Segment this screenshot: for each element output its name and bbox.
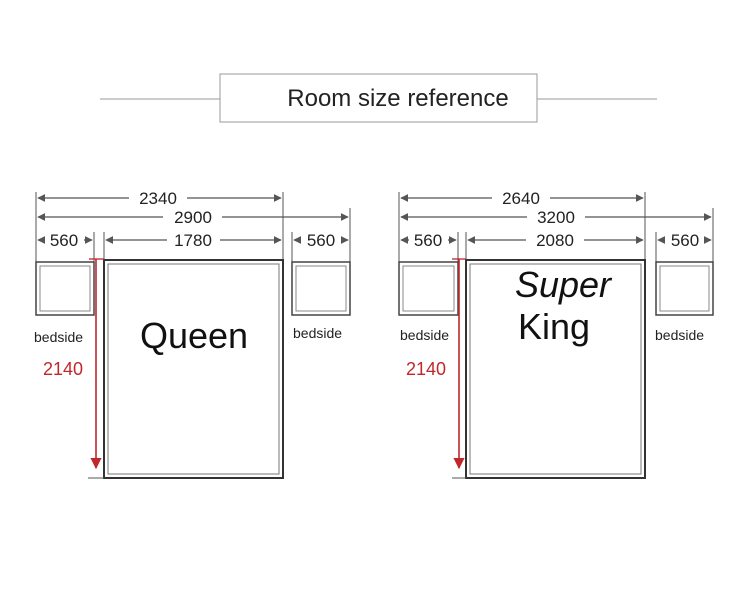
title-box bbox=[219, 73, 538, 123]
superking-left-bedside-label: bedside bbox=[400, 327, 449, 343]
queen-dim-length: 2140 bbox=[43, 359, 83, 379]
queen-dim-right-bedside: 560 bbox=[307, 231, 335, 250]
superking-dim-bed-width: 2080 bbox=[536, 231, 574, 250]
superking-bed-label-line2: King bbox=[518, 306, 590, 347]
queen-left-bedside-table bbox=[35, 261, 95, 316]
superking-bed bbox=[465, 259, 646, 479]
queen-right-bedside-label: bedside bbox=[293, 325, 342, 341]
queen-left-bedside-label: bedside bbox=[34, 329, 83, 345]
superking-dim-bed-plus-side: 2640 bbox=[502, 189, 540, 208]
queen-dim-bed-width: 1780 bbox=[174, 231, 212, 250]
superking-layout: 2640 3200 560 2080 560 bedside bedside S… bbox=[398, 189, 714, 479]
superking-dim-length: 2140 bbox=[406, 359, 446, 379]
superking-dim-left-bedside: 560 bbox=[414, 231, 442, 250]
superking-right-bedside-label: bedside bbox=[655, 327, 704, 343]
queen-bed-label: Queen bbox=[140, 315, 248, 356]
superking-dim-total-width: 3200 bbox=[537, 208, 575, 227]
queen-bed bbox=[103, 259, 284, 479]
superking-bed-label-line1: Super bbox=[515, 264, 613, 305]
page-title: Room size reference bbox=[287, 85, 508, 112]
queen-dim-bed-plus-side: 2340 bbox=[139, 189, 177, 208]
queen-layout: 2340 2900 560 1780 560 bedside bedside Q… bbox=[34, 189, 351, 479]
queen-extension-lines bbox=[35, 192, 351, 262]
queen-dim-total-width: 2900 bbox=[174, 208, 212, 227]
queen-right-bedside-table bbox=[291, 261, 351, 316]
superking-right-bedside-table bbox=[655, 261, 714, 316]
queen-dim-left-bedside: 560 bbox=[50, 231, 78, 250]
superking-left-bedside-table bbox=[398, 261, 459, 316]
superking-extension-lines bbox=[398, 192, 714, 262]
superking-dim-right-bedside: 560 bbox=[671, 231, 699, 250]
